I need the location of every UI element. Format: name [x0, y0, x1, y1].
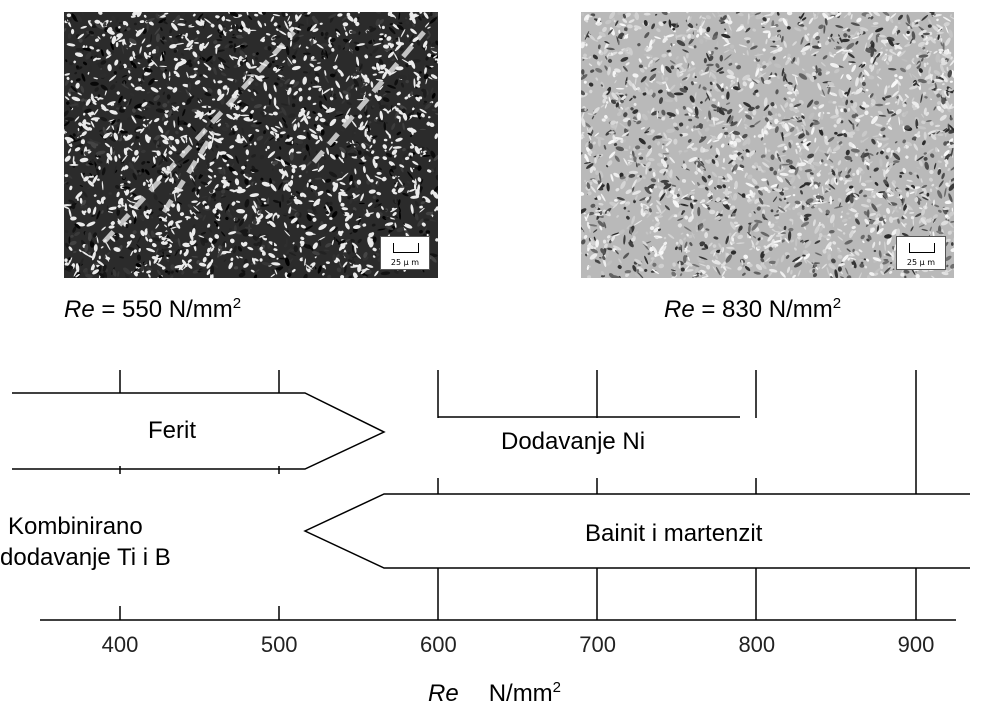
- scale-bar: 25 μ m: [380, 236, 430, 270]
- ferit-arrow: [12, 392, 386, 470]
- x-tick-label: 700: [579, 632, 616, 657]
- x-tick-label: 600: [420, 632, 457, 657]
- scale-bar: 25 μ m: [896, 236, 946, 270]
- tib-label-line2: dodavanje Ti i B: [0, 544, 171, 571]
- caption-re-value: = 550 N/mm: [101, 296, 233, 323]
- tib-label-line1: Kombinirano: [8, 513, 143, 540]
- x-tick-label: 900: [898, 632, 935, 657]
- bainit-label: Bainit i martenzit: [585, 520, 763, 547]
- caption-re-sup: 2: [232, 295, 242, 312]
- caption-re-symbol: Re: [64, 296, 95, 323]
- micrograph-texture: [64, 12, 438, 278]
- x-tick-label: 800: [738, 632, 775, 657]
- x-tick-label: 500: [261, 632, 298, 657]
- caption-re-sup: 2: [832, 295, 842, 312]
- micrograph-550: 25 μ m: [64, 12, 438, 278]
- scale-bar-mark: [909, 243, 935, 253]
- caption-re-symbol: Re: [664, 296, 695, 323]
- scale-bar-label: 25 μ m: [390, 258, 420, 267]
- caption-re-550: Re = 550 N/mm2: [64, 296, 241, 324]
- micrograph-texture: [581, 12, 954, 278]
- micrograph-830: 25 μ m: [581, 12, 954, 278]
- caption-re-830: Re = 830 N/mm2: [664, 296, 841, 324]
- bainit-arrow: [303, 493, 970, 569]
- ni-label: Dodavanje Ni: [501, 428, 646, 455]
- x-axis-title-sup: 2: [552, 679, 562, 696]
- scale-bar-mark: [393, 243, 419, 253]
- scale-bar-label: 25 μ m: [906, 258, 936, 267]
- ferit-label: Ferit: [148, 417, 196, 444]
- x-axis-title-var: Re: [428, 680, 459, 707]
- x-tick-label: 400: [102, 632, 139, 657]
- x-axis-title-unit: N/mm: [488, 680, 553, 707]
- caption-re-value: = 830 N/mm: [701, 296, 833, 323]
- x-axis-title: Re N/mm2: [428, 680, 561, 708]
